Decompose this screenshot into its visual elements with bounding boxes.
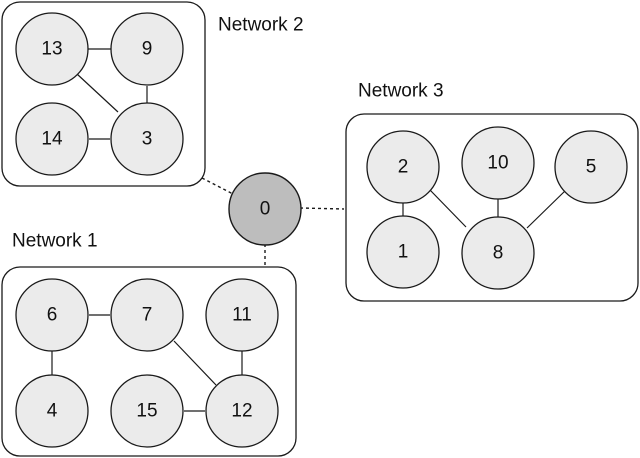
node-14-label: 14 xyxy=(41,129,63,150)
edge-13-3 xyxy=(76,73,119,113)
node-1-label: 1 xyxy=(398,242,409,263)
edge-7-12 xyxy=(173,340,217,386)
edge-2-8 xyxy=(429,189,467,228)
node-8 xyxy=(461,216,535,290)
node-13 xyxy=(15,12,89,86)
network-3-label: Network 3 xyxy=(358,81,444,102)
node-10 xyxy=(461,126,535,200)
node-9 xyxy=(110,12,184,86)
node-12 xyxy=(205,374,279,448)
hub-link-network-3 xyxy=(299,207,345,210)
node-1 xyxy=(366,215,440,289)
node-15-label: 15 xyxy=(136,401,157,422)
node-7-label: 7 xyxy=(142,305,153,326)
node-13-label: 13 xyxy=(41,39,62,60)
node-10-label: 10 xyxy=(487,153,508,174)
node-3-label: 3 xyxy=(142,129,153,150)
network-2-label: Network 2 xyxy=(218,15,304,36)
node-0-label: 0 xyxy=(260,199,271,220)
node-4 xyxy=(15,374,89,448)
node-6-label: 6 xyxy=(47,305,58,326)
node-2-label: 2 xyxy=(398,157,409,178)
node-11 xyxy=(205,278,279,352)
node-15 xyxy=(110,374,184,448)
node-12-label: 12 xyxy=(231,401,252,422)
node-2 xyxy=(366,130,440,204)
node-8-label: 8 xyxy=(493,243,504,264)
node-7 xyxy=(110,278,184,352)
network-1-label: Network 1 xyxy=(12,231,98,252)
node-6 xyxy=(15,278,89,352)
node-0 xyxy=(228,172,302,246)
node-4-label: 4 xyxy=(47,401,58,422)
node-5 xyxy=(554,130,628,204)
node-11-label: 11 xyxy=(232,305,252,326)
edge-5-8 xyxy=(526,188,568,229)
node-3 xyxy=(110,102,184,176)
node-5-label: 5 xyxy=(586,157,597,178)
hub-link-network-2 xyxy=(201,177,234,195)
node-14 xyxy=(15,102,89,176)
node-9-label: 9 xyxy=(142,39,153,60)
